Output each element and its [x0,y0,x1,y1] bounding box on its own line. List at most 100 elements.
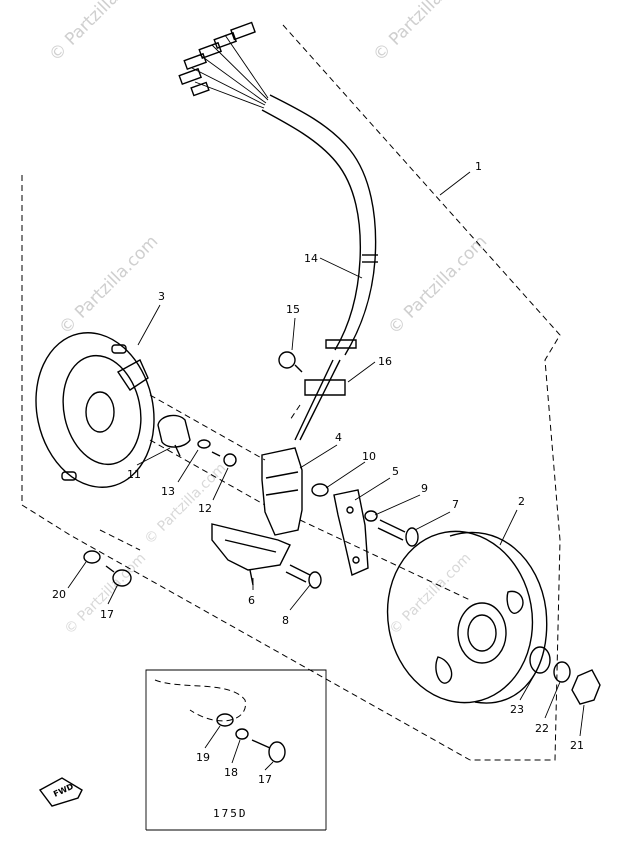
callout-17: 17 [258,773,272,786]
screw-shank [377,527,404,541]
connector-plug [190,81,210,97]
leader-line [439,171,471,196]
wire-connectors [178,21,269,109]
callout-4: 4 [335,431,342,444]
watermark: © Partzilla.com [45,0,152,66]
rotor-window [506,590,524,614]
forward-arrow: FWD [38,777,83,807]
screw-shank [289,564,311,576]
watermark: © Partzilla.com [384,232,491,339]
callout-12: 12 [198,502,212,515]
leader-line [519,671,537,701]
rotor-fasteners [529,646,601,705]
clamp-screw-head [278,351,296,369]
leader-line [319,257,363,279]
base-plate-slot [61,471,77,481]
assembly-boundary [21,24,561,761]
bracket-hole [352,556,360,564]
leader-line [204,725,221,749]
screw-head [405,527,419,547]
callout-5: 5 [392,465,399,478]
watermark: © Partzilla.com [387,550,475,638]
callout-1: 1 [475,160,482,173]
lock-washer [553,661,571,683]
callout-18: 18 [224,766,238,779]
connector-wire [211,44,269,101]
lighting-coil-screw [285,564,322,589]
assembly-boundary-line [21,175,471,761]
leader-line [347,361,376,383]
source-coil [261,447,303,536]
coil-winding [265,489,299,496]
leader-line [136,447,171,466]
harness-cable [261,109,362,351]
leader-line [212,467,229,501]
watermark: © Partzilla.com [55,232,162,339]
callout-3: 3 [158,290,165,303]
variant-plate-outline [154,679,246,722]
variant-inset-border [145,669,327,830]
bracket-hole [346,506,354,514]
point-set-arm [174,444,181,457]
watermark: © Partzilla.com [142,460,230,548]
alignment-line [149,394,266,461]
callout-6: 6 [248,594,255,607]
nut [571,669,601,705]
rotor-face [386,530,534,704]
leader-line [374,494,421,516]
callout-17: 17 [100,608,114,621]
base-plate-slot [111,344,127,354]
leader-line [137,304,161,346]
rotor-window [435,656,453,684]
alignment-lines [99,394,471,601]
callout-15: 15 [286,303,300,316]
leader-line [291,317,296,351]
leader-line [414,511,451,531]
contact-point-set [157,414,191,457]
callout-21: 21 [570,739,584,752]
flywheel-rotor [386,530,548,704]
callout-9: 9 [421,482,428,495]
watermark: © Partzilla.com [369,0,476,66]
alignment-line [149,439,266,506]
forward-label: FWD [52,782,75,799]
lighting-coil [211,523,291,586]
callout-16: 16 [378,355,392,368]
clamp [304,379,346,396]
screw-shank [251,739,271,749]
watermark-layer: © Partzilla.com © Partzilla.com © Partzi… [45,0,491,638]
connector-wire [199,54,267,104]
coil-winding [265,471,299,479]
coil-body [261,447,303,536]
harness-wire [299,359,341,441]
callout-19: 19 [196,751,210,764]
callout-7: 7 [452,498,459,511]
contact-breaker [116,359,149,391]
point-set-fasteners [197,439,237,467]
callout-8: 8 [282,614,289,627]
callout-13: 13 [161,485,175,498]
connector-wire [191,67,266,106]
screw-head [112,569,132,587]
lighting-coil-body [211,523,291,571]
leader-line [107,583,119,605]
rotor-hub [467,614,497,652]
base-plate-hub [85,391,115,433]
base-plate-inner [62,354,142,466]
point-set-body [157,414,191,448]
connector-plug [183,52,208,71]
harness-cable [269,94,377,356]
assembly-boundary-line [282,24,561,761]
leader-line [289,584,311,611]
screw-head [223,453,237,467]
connector-wire [224,34,269,99]
grommet [325,339,357,349]
coil-bracket [333,489,369,576]
forward-arrow-shape [38,777,83,807]
lighting-coil-stem [249,569,254,586]
callout-11: 11 [127,468,141,481]
washer [83,550,101,564]
clamp-screw-shank [294,364,303,373]
lock-washer [235,728,249,740]
callout-2: 2 [518,495,525,508]
